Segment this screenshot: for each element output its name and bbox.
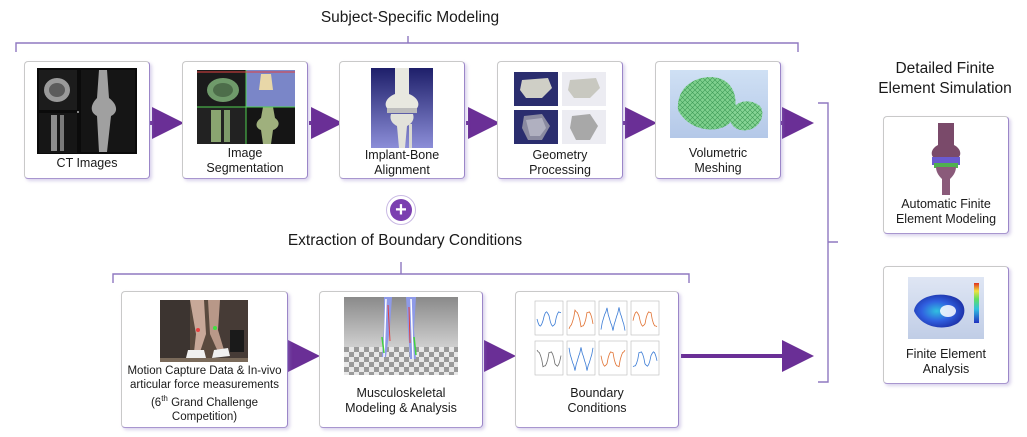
bc-mini-plot-curve — [536, 349, 562, 368]
volumetric-meshing-label: Volumetric Meshing — [688, 146, 748, 175]
bc-mini-plot-frame — [534, 300, 564, 336]
image-segmentation-label: Image Segmentation — [206, 146, 284, 175]
automatic-fe-modeling-label: Automatic Finite Element Modeling — [895, 197, 997, 226]
musculoskeletal-thumbnail — [344, 297, 458, 375]
bc-mini-plot-curve — [536, 311, 562, 327]
fe-analysis-label: Finite Element Analysis — [906, 347, 986, 376]
fe-heading-line1: Detailed Finite — [895, 60, 995, 77]
bc-mini-plot-curve — [632, 311, 658, 327]
automatic-fe-modeling-box: Automatic Finite Element Modeling — [883, 116, 1009, 234]
musculoskeletal-label: Musculoskeletal Modeling & Analysis — [345, 386, 457, 415]
ct-images-thumbnail — [37, 68, 137, 154]
right-bracket — [818, 102, 838, 383]
boundary-conditions-thumbnail — [534, 300, 662, 380]
fe-simulation-heading: Detailed Finite Element Simulation — [860, 59, 1027, 99]
bc-mini-plot-frame — [598, 340, 628, 376]
fe-modeling-thumbnail — [926, 123, 966, 195]
bottom-bracket — [112, 262, 690, 283]
geometry-processing-label: Geometry Processing — [529, 148, 591, 177]
boundary-conditions-label: Boundary Conditions — [567, 386, 627, 415]
bc-mini-plot-curve — [600, 307, 626, 331]
fe-analysis-box: Finite Element Analysis — [883, 266, 1009, 384]
bc-mini-plot-frame — [534, 340, 564, 376]
bc-mini-plot-curve — [632, 351, 658, 368]
implant-bone-alignment-box: Implant-Bone Alignment — [339, 61, 465, 179]
boundary-conditions-heading: Extraction of Boundary Conditions — [287, 232, 523, 249]
image-segmentation-box: Image Segmentation — [182, 61, 308, 179]
plus-icon: + — [386, 195, 416, 225]
ct-images-label: CT Images — [56, 156, 118, 170]
plus-glyph: + — [390, 199, 412, 221]
motion-capture-label: Motion Capture Data & In-vivo articular … — [127, 365, 282, 423]
bc-mini-plot-curve — [568, 347, 594, 371]
bc-mini-plot-frame — [630, 300, 660, 336]
fe-heading-line2: Element Simulation — [878, 80, 1012, 97]
motion-capture-box: Motion Capture Data & In-vivo articular … — [121, 291, 288, 428]
segmentation-thumbnail — [197, 70, 295, 144]
meshing-thumbnail — [670, 70, 768, 138]
motion-capture-thumbnail — [160, 300, 248, 362]
bc-mini-plot-frame — [630, 340, 660, 376]
boundary-conditions-box: Boundary Conditions — [515, 291, 679, 428]
ct-images-box: CT Images — [24, 61, 150, 179]
implant-bone-alignment-label: Implant-Bone Alignment — [364, 148, 440, 177]
bc-mini-plot-curve — [568, 309, 594, 329]
top-bracket — [15, 36, 799, 52]
subject-specific-heading: Subject-Specific Modeling — [320, 9, 500, 26]
geometry-thumbnail — [512, 70, 608, 146]
bc-mini-plot-frame — [566, 300, 596, 336]
volumetric-meshing-box: Volumetric Meshing — [655, 61, 781, 179]
fe-analysis-thumbnail — [908, 277, 984, 339]
bc-mini-plot-curve — [600, 349, 626, 368]
alignment-thumbnail — [371, 68, 433, 148]
musculoskeletal-box: Musculoskeletal Modeling & Analysis — [319, 291, 483, 428]
geometry-processing-box: Geometry Processing — [497, 61, 623, 179]
